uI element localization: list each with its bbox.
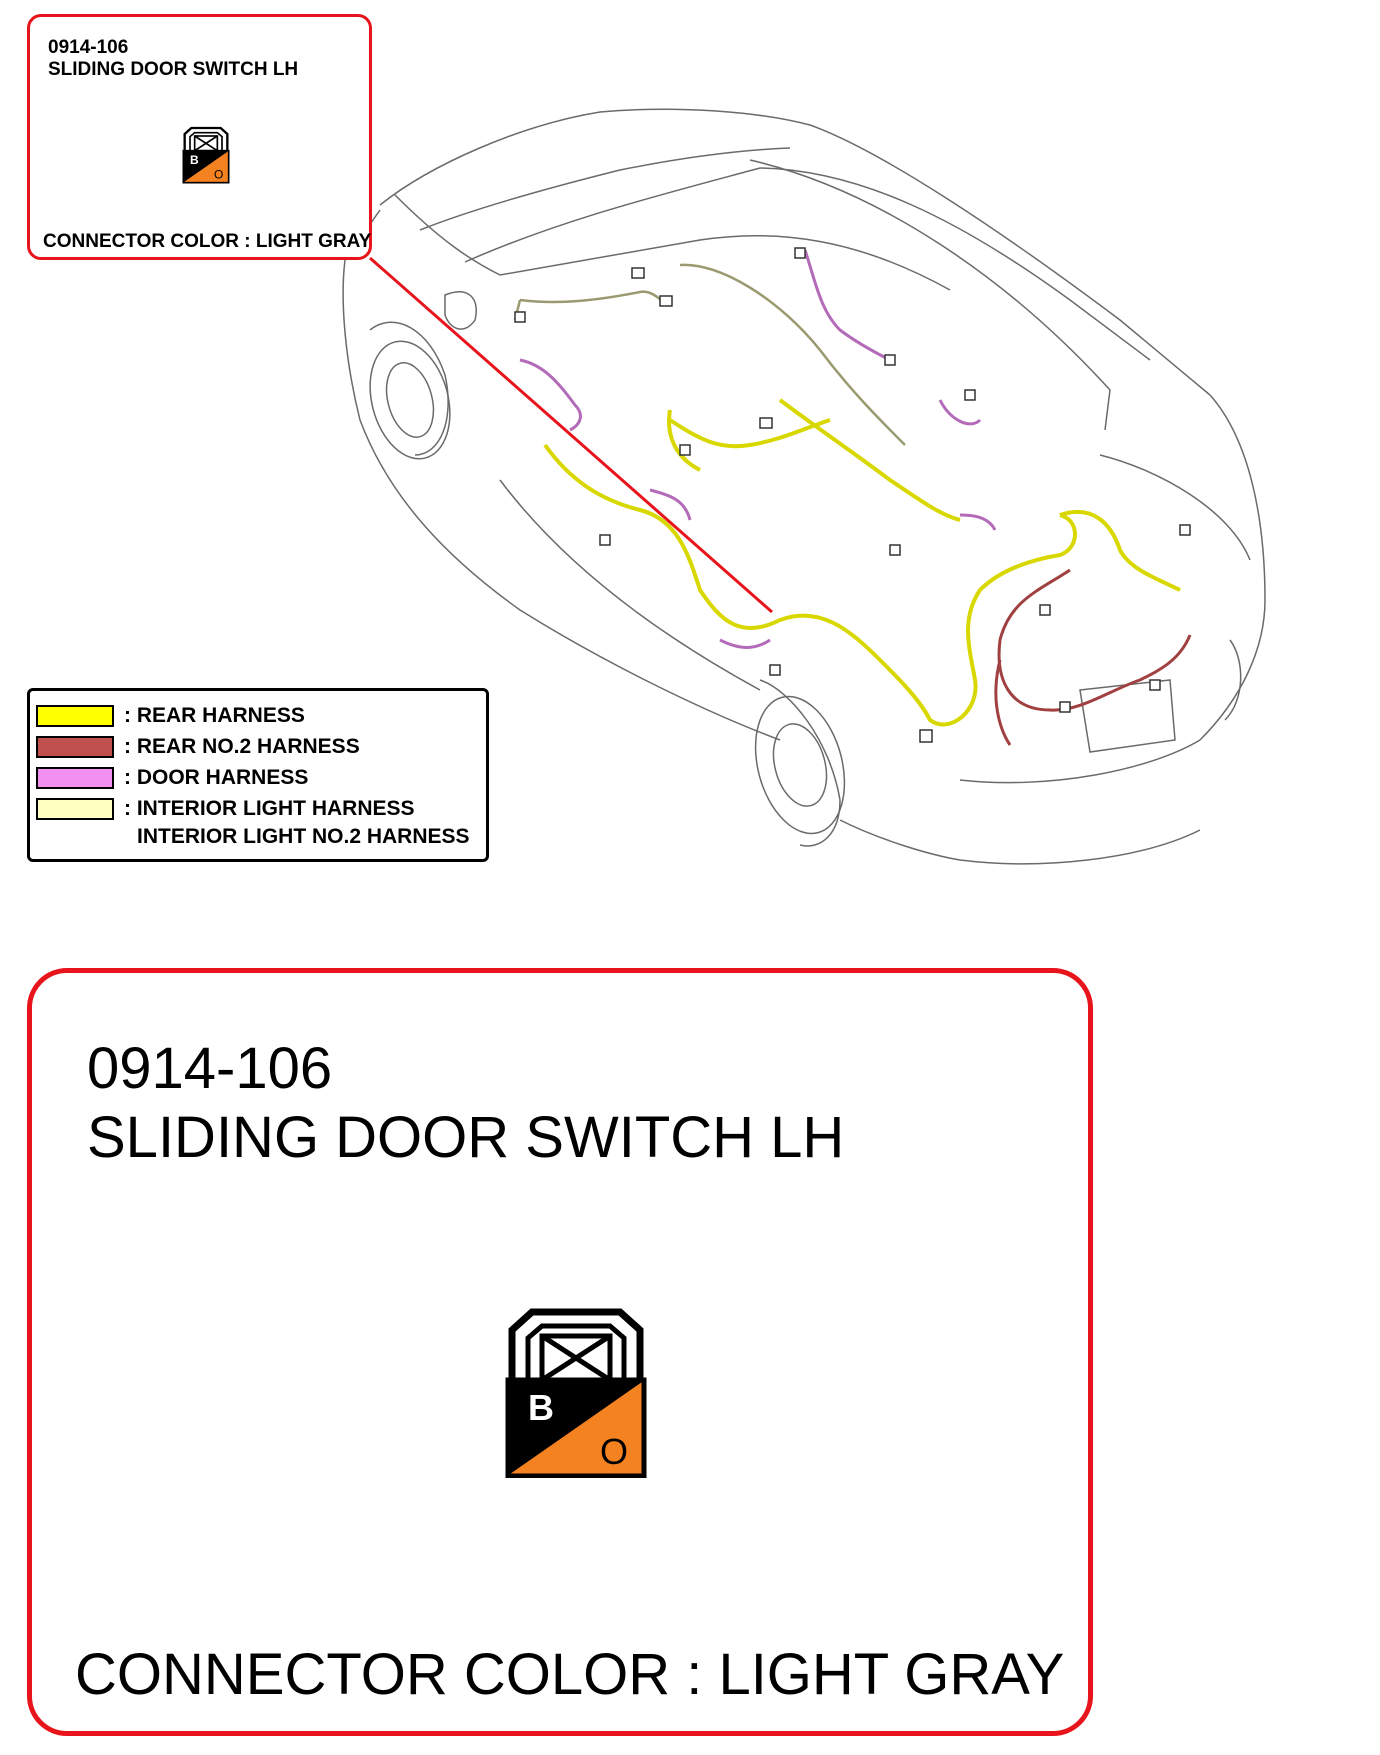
terminal-b-small: B — [190, 153, 199, 167]
harness-legend: : REAR HARNESS : REAR NO.2 HARNESS : DOO… — [27, 688, 489, 862]
connector-callout-large: 0914-106 SLIDING DOOR SWITCH LH B O CONN… — [27, 968, 1093, 1736]
connector-face-icon-small: B O — [182, 126, 230, 184]
harness-connectors — [514, 247, 1191, 743]
legend-swatch-interior-light — [36, 798, 114, 820]
legend-label-rear: : REAR HARNESS — [124, 704, 305, 727]
legend-row-rear: : REAR HARNESS — [36, 703, 305, 729]
legend-label-door: : DOOR HARNESS — [124, 766, 309, 789]
connector-color-text-large: CONNECTOR COLOR : LIGHT GRAY — [75, 1642, 1065, 1707]
vehicle-harness-diagram — [342, 108, 1266, 865]
rear-harness — [543, 398, 1181, 727]
connector-callout-small: 0914-106 SLIDING DOOR SWITCH LH B O CONN… — [27, 14, 372, 260]
legend-swatch-door — [36, 767, 114, 789]
connector-code-small: 0914-106 — [48, 37, 129, 58]
terminal-o-small: O — [214, 168, 223, 182]
legend-swatch-rear — [36, 705, 114, 727]
legend-row-interior-light: : INTERIOR LIGHT HARNESS — [36, 796, 415, 822]
legend-label-interior-light-no2: INTERIOR LIGHT NO.2 HARNESS — [137, 825, 470, 848]
connector-name-large: SLIDING DOOR SWITCH LH — [87, 1105, 845, 1170]
connector-color-text-small: CONNECTOR COLOR : LIGHT GRAY — [43, 231, 372, 252]
legend-swatch-rear-no2 — [36, 736, 114, 758]
connector-name-small: SLIDING DOOR SWITCH LH — [48, 59, 299, 80]
door-harness — [519, 249, 997, 649]
interior-light-harness — [513, 263, 906, 446]
legend-label-rear-no2: : REAR NO.2 HARNESS — [124, 735, 360, 758]
legend-row-door: : DOOR HARNESS — [36, 765, 308, 791]
car-body-outline — [342, 108, 1266, 865]
terminal-o-large: O — [600, 1431, 628, 1472]
terminal-b-large: B — [528, 1387, 554, 1428]
legend-label-interior-light: : INTERIOR LIGHT HARNESS — [124, 797, 415, 820]
legend-row-rear-no2: : REAR NO.2 HARNESS — [36, 734, 360, 760]
rear-no2-harness — [994, 568, 1192, 746]
connector-code-large: 0914-106 — [87, 1036, 333, 1101]
connector-face-icon-large: B O — [505, 1308, 647, 1478]
leader-line — [369, 256, 773, 614]
